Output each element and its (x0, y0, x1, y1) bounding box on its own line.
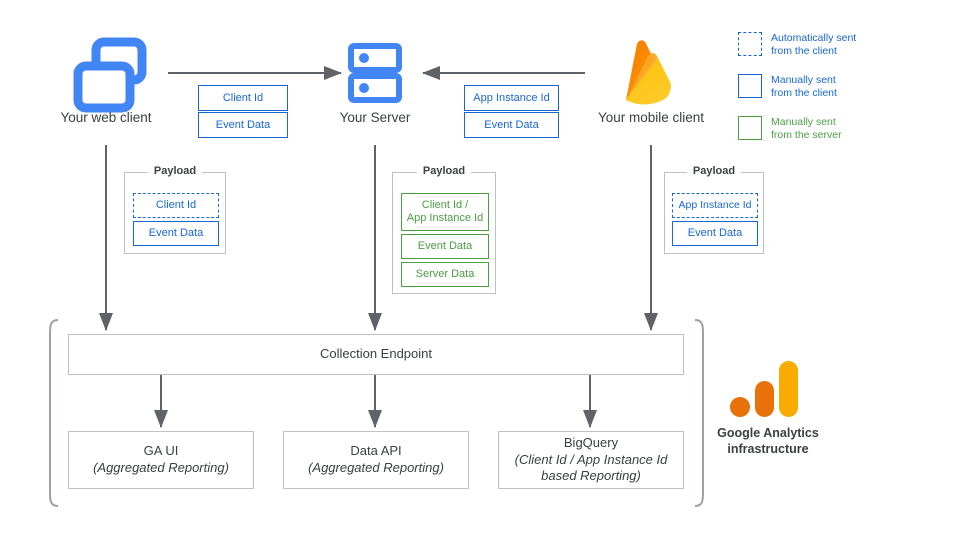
payload-title: Payload (147, 165, 203, 177)
node-label-web-client: Your web client (60, 110, 152, 125)
legend-label-line1: Manually sent (771, 74, 836, 86)
legend-swatch-dashed-blue-icon (738, 32, 762, 56)
legend-label-line1: Manually sent (771, 116, 836, 128)
transit-chip-app-instance-id: App Instance Id (464, 85, 559, 111)
output-subtitle-line2: based Reporting) (541, 468, 641, 484)
payload-title: Payload (686, 165, 742, 177)
legend-label: Manually sent from the server (771, 116, 842, 143)
firebase-flame-icon (626, 40, 671, 105)
payload-item-line2: App Instance Id (406, 212, 484, 224)
legend-swatch-solid-green-icon (738, 116, 762, 140)
payload-item-line1: Client Id / (421, 199, 469, 212)
payload-item-event-data: Event Data (672, 221, 758, 246)
output-box-bigquery: BigQuery (Client Id / App Instance Id ba… (498, 431, 684, 489)
payload-item-event-data: Event Data (401, 234, 489, 259)
legend-label: Automatically sent from the client (771, 32, 856, 59)
google-analytics-icon (730, 361, 798, 417)
collection-endpoint-box: Collection Endpoint (68, 334, 684, 375)
output-subtitle: (Client Id / App Instance Id (514, 451, 668, 467)
payload-item-client-id: Client Id (133, 193, 219, 218)
legend-label-line2: from the server (771, 129, 842, 142)
output-box-data-api: Data API (Aggregated Reporting) (283, 431, 469, 489)
node-label-mobile-client: Your mobile client (597, 110, 705, 125)
ga-infrastructure-label: Google Analytics infrastructure (702, 425, 834, 458)
output-title: Data API (350, 443, 402, 459)
legend-item-manual-server: Manually sent from the server (738, 116, 842, 143)
server-rack-icon (348, 43, 402, 103)
payload-mobile-client: Payload App Instance Id Event Data (664, 165, 764, 254)
browser-windows-icon (73, 37, 147, 113)
ga-label-line1: Google Analytics (717, 426, 819, 440)
infrastructure-bracket-right (694, 319, 704, 507)
output-box-ga-ui: GA UI (Aggregated Reporting) (68, 431, 254, 489)
payload-item-event-data: Event Data (133, 221, 219, 246)
transit-chip-event-data-mobile: Event Data (464, 112, 559, 138)
node-label-server: Your Server (339, 110, 411, 125)
ga-label-line2: infrastructure (727, 442, 809, 457)
payload-server: Payload Client Id / App Instance Id Even… (392, 165, 496, 294)
transit-chip-client-id: Client Id (198, 85, 288, 111)
legend-swatch-solid-blue-icon (738, 74, 762, 98)
legend-item-manual-client: Manually sent from the client (738, 74, 837, 101)
payload-item-client-or-app-instance-id: Client Id / App Instance Id (401, 193, 489, 231)
legend-label-line2: from the client (771, 87, 837, 100)
output-subtitle: (Aggregated Reporting) (308, 460, 444, 475)
payload-web-client: Payload Client Id Event Data (124, 165, 226, 254)
output-title: BigQuery (563, 434, 619, 450)
transit-chip-event-data-web: Event Data (198, 112, 288, 138)
collection-endpoint-label: Collection Endpoint (319, 346, 433, 362)
output-subtitle: (Aggregated Reporting) (93, 460, 229, 475)
payload-item-server-data: Server Data (401, 262, 489, 287)
infrastructure-bracket-left (49, 319, 59, 507)
legend-label-line1: Automatically sent (771, 32, 857, 44)
output-title: GA UI (143, 443, 179, 459)
payload-item-app-instance-id: App Instance Id (672, 193, 758, 218)
legend-item-automatic-client: Automatically sent from the client (738, 32, 856, 59)
legend-label-line2: from the client (771, 45, 837, 58)
legend-label: Manually sent from the client (771, 74, 837, 101)
payload-title: Payload (416, 165, 472, 177)
